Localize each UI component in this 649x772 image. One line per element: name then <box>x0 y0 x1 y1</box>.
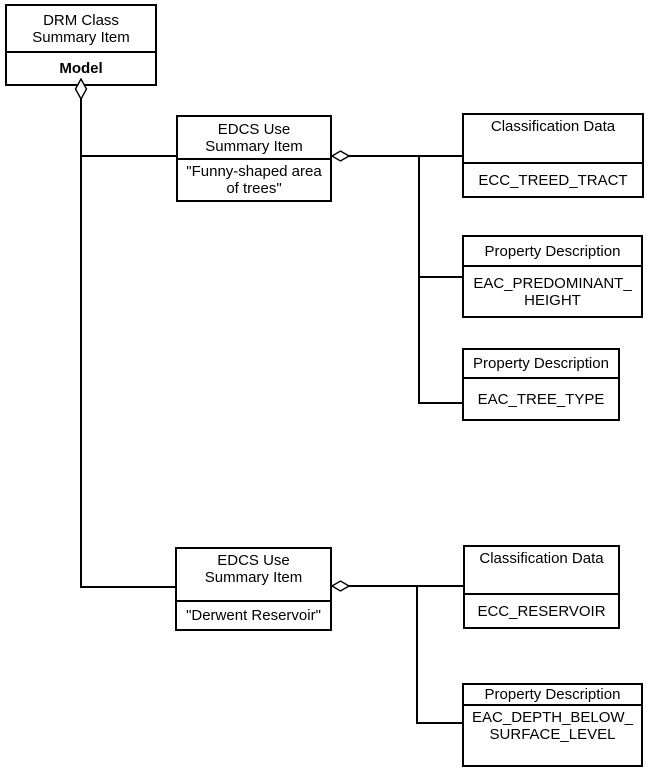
box-header-line: Property Description <box>484 242 621 260</box>
box-body-line: ECC_TREED_TRACT <box>478 171 628 189</box>
box-header-line: Summary Item <box>204 569 303 586</box>
box-header-line: Summary Item <box>205 137 303 155</box>
property-depth-below-box: Property Description EAC_DEPTH_BELOW_ SU… <box>462 683 643 767</box>
box-body-line: "Funny-shaped area <box>186 163 322 180</box>
box-body-line: EAC_TREE_TYPE <box>477 390 605 408</box>
classification-treed-tract-box: Classification Data ECC_TREED_TRACT <box>462 113 644 198</box>
classification-reservoir-box-header: Classification Data <box>465 547 618 595</box>
edcs-use-trees-box-header: EDCS Use Summary Item <box>178 117 330 160</box>
edcs-use-trees-box-body: "Funny-shaped area of trees" <box>178 160 330 200</box>
connector-edcs-reservoir-to-classification <box>348 585 463 587</box>
edcs-use-trees-box: EDCS Use Summary Item "Funny-shaped area… <box>176 115 332 202</box>
property-depth-below-box-header: Property Description <box>464 685 641 706</box>
aggregation-diamond-icon <box>331 150 350 162</box>
connector-branch-to-prop-tree-type <box>418 402 462 404</box>
model-class-box-body: Model <box>7 53 155 84</box>
box-body-line: of trees" <box>226 180 282 197</box>
classification-reservoir-box: Classification Data ECC_RESERVOIR <box>463 545 620 629</box>
classification-reservoir-box-body: ECC_RESERVOIR <box>465 595 618 627</box>
property-predominant-height-box-header: Property Description <box>464 237 641 267</box>
property-predominant-height-box: Property Description EAC_PREDOMINANT_ HE… <box>462 235 643 318</box>
box-header-line: Classification Data <box>479 550 604 567</box>
connector-branch-to-edcs-trees <box>80 155 176 157</box>
classification-treed-tract-box-body: ECC_TREED_TRACT <box>464 164 642 196</box>
box-body-line: "Derwent Reservoir" <box>186 607 321 624</box>
box-body-line: EAC_DEPTH_BELOW_ <box>472 709 633 726</box>
property-depth-below-box-body: EAC_DEPTH_BELOW_ SURFACE_LEVEL <box>464 706 641 765</box>
model-class-box-header: DRM Class Summary Item <box>7 6 155 53</box>
connector-branch-to-edcs-reservoir <box>80 586 175 588</box>
box-header-line: Summary Item <box>32 28 130 46</box>
box-body-line: ECC_RESERVOIR <box>477 602 606 620</box>
model-class-box: DRM Class Summary Item Model <box>5 4 157 86</box>
box-body-line: HEIGHT <box>524 291 581 309</box>
box-header-line: EDCS Use <box>217 120 291 138</box>
box-body-line: EAC_PREDOMINANT_ <box>473 274 632 292</box>
aggregation-diamond-icon <box>74 78 88 100</box>
classification-treed-tract-box-header: Classification Data <box>464 115 642 164</box>
box-header-line: EDCS Use <box>217 552 290 569</box>
property-tree-type-box-header: Property Description <box>464 350 618 379</box>
connector-right-trunk-reservoir <box>416 585 418 724</box>
connector-branch-to-prop-height <box>418 276 462 278</box>
connector-left-trunk <box>80 98 82 588</box>
box-header-line: DRM Class <box>43 11 119 29</box>
connector-branch-to-prop-depth <box>416 722 462 724</box>
property-tree-type-box-body: EAC_TREE_TYPE <box>464 379 618 419</box>
box-header-line: Classification Data <box>490 118 616 135</box>
connector-edcs-trees-to-classification <box>348 155 462 157</box>
edcs-use-reservoir-box: EDCS Use Summary Item "Derwent Reservoir… <box>175 547 332 631</box>
property-predominant-height-box-body: EAC_PREDOMINANT_ HEIGHT <box>464 267 641 316</box>
connector-right-trunk-trees <box>418 155 420 404</box>
box-body-line: SURFACE_LEVEL <box>489 726 616 743</box>
box-header-line: Property Description <box>473 355 609 372</box>
property-tree-type-box: Property Description EAC_TREE_TYPE <box>462 348 620 421</box>
aggregation-diamond-icon <box>331 580 350 592</box>
box-body-line: Model <box>59 60 103 77</box>
box-header-line: Property Description <box>484 686 621 703</box>
edcs-use-reservoir-box-header: EDCS Use Summary Item <box>177 549 330 602</box>
edcs-use-reservoir-box-body: "Derwent Reservoir" <box>177 602 330 629</box>
